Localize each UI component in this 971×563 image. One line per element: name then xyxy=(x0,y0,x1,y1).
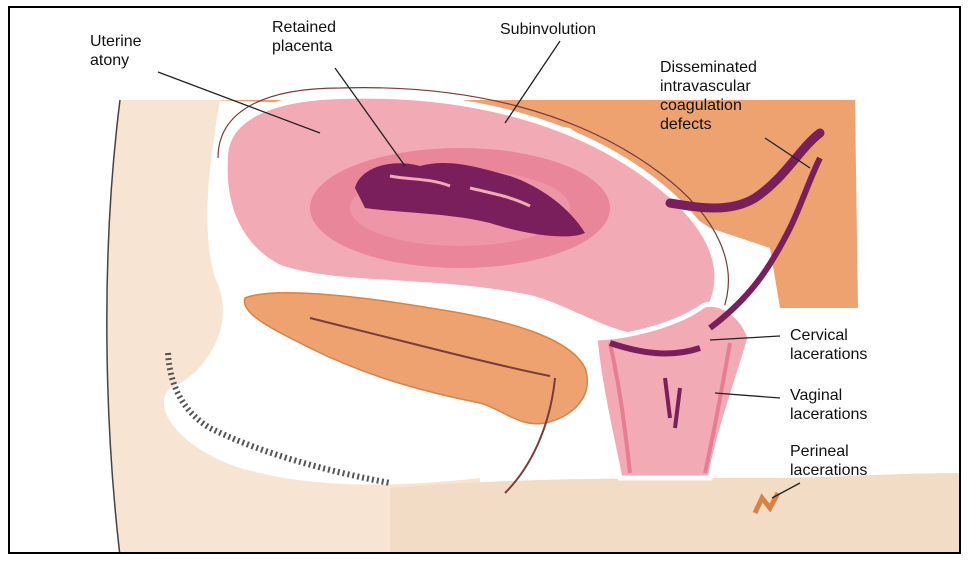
lower-body xyxy=(390,473,961,554)
label-perineal-lacerations: Perineal lacerations xyxy=(790,442,867,480)
label-uterine-atony: Uterine atony xyxy=(90,32,142,70)
label-retained-placenta: Retained placenta xyxy=(272,18,336,56)
label-vaginal-lacerations: Vaginal lacerations xyxy=(790,386,867,424)
label-cervical-lacerations: Cervical lacerations xyxy=(790,326,867,364)
diagram-frame: Uterine atony Retained placenta Subinvol… xyxy=(8,6,961,554)
label-dic: Disseminated intravascular coagulation d… xyxy=(660,58,757,134)
label-subinvolution: Subinvolution xyxy=(500,20,596,39)
bladder xyxy=(244,293,587,424)
